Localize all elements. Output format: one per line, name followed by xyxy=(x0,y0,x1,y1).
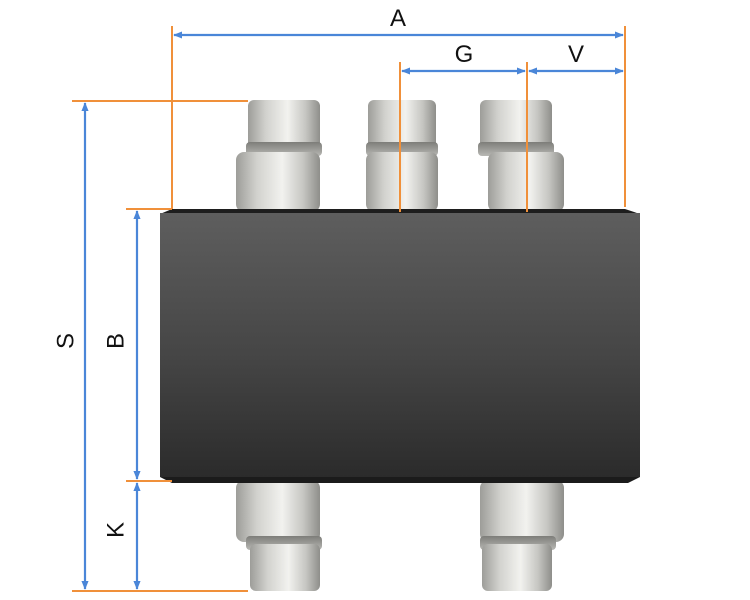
top-lead-1 xyxy=(236,100,322,212)
label-g: G xyxy=(455,41,474,68)
package-body xyxy=(160,209,640,483)
label-a: A xyxy=(390,5,406,32)
top-lead-3 xyxy=(478,100,564,212)
extension-lines xyxy=(72,26,626,592)
label-k: K xyxy=(103,522,130,538)
top-lead-2 xyxy=(366,100,438,212)
bottom-lead-2 xyxy=(480,480,564,591)
dimension-arrows xyxy=(81,31,624,590)
bottom-lead-1 xyxy=(236,480,322,591)
label-b: B xyxy=(103,333,130,349)
label-s: S xyxy=(53,333,80,349)
label-v: V xyxy=(568,41,584,68)
